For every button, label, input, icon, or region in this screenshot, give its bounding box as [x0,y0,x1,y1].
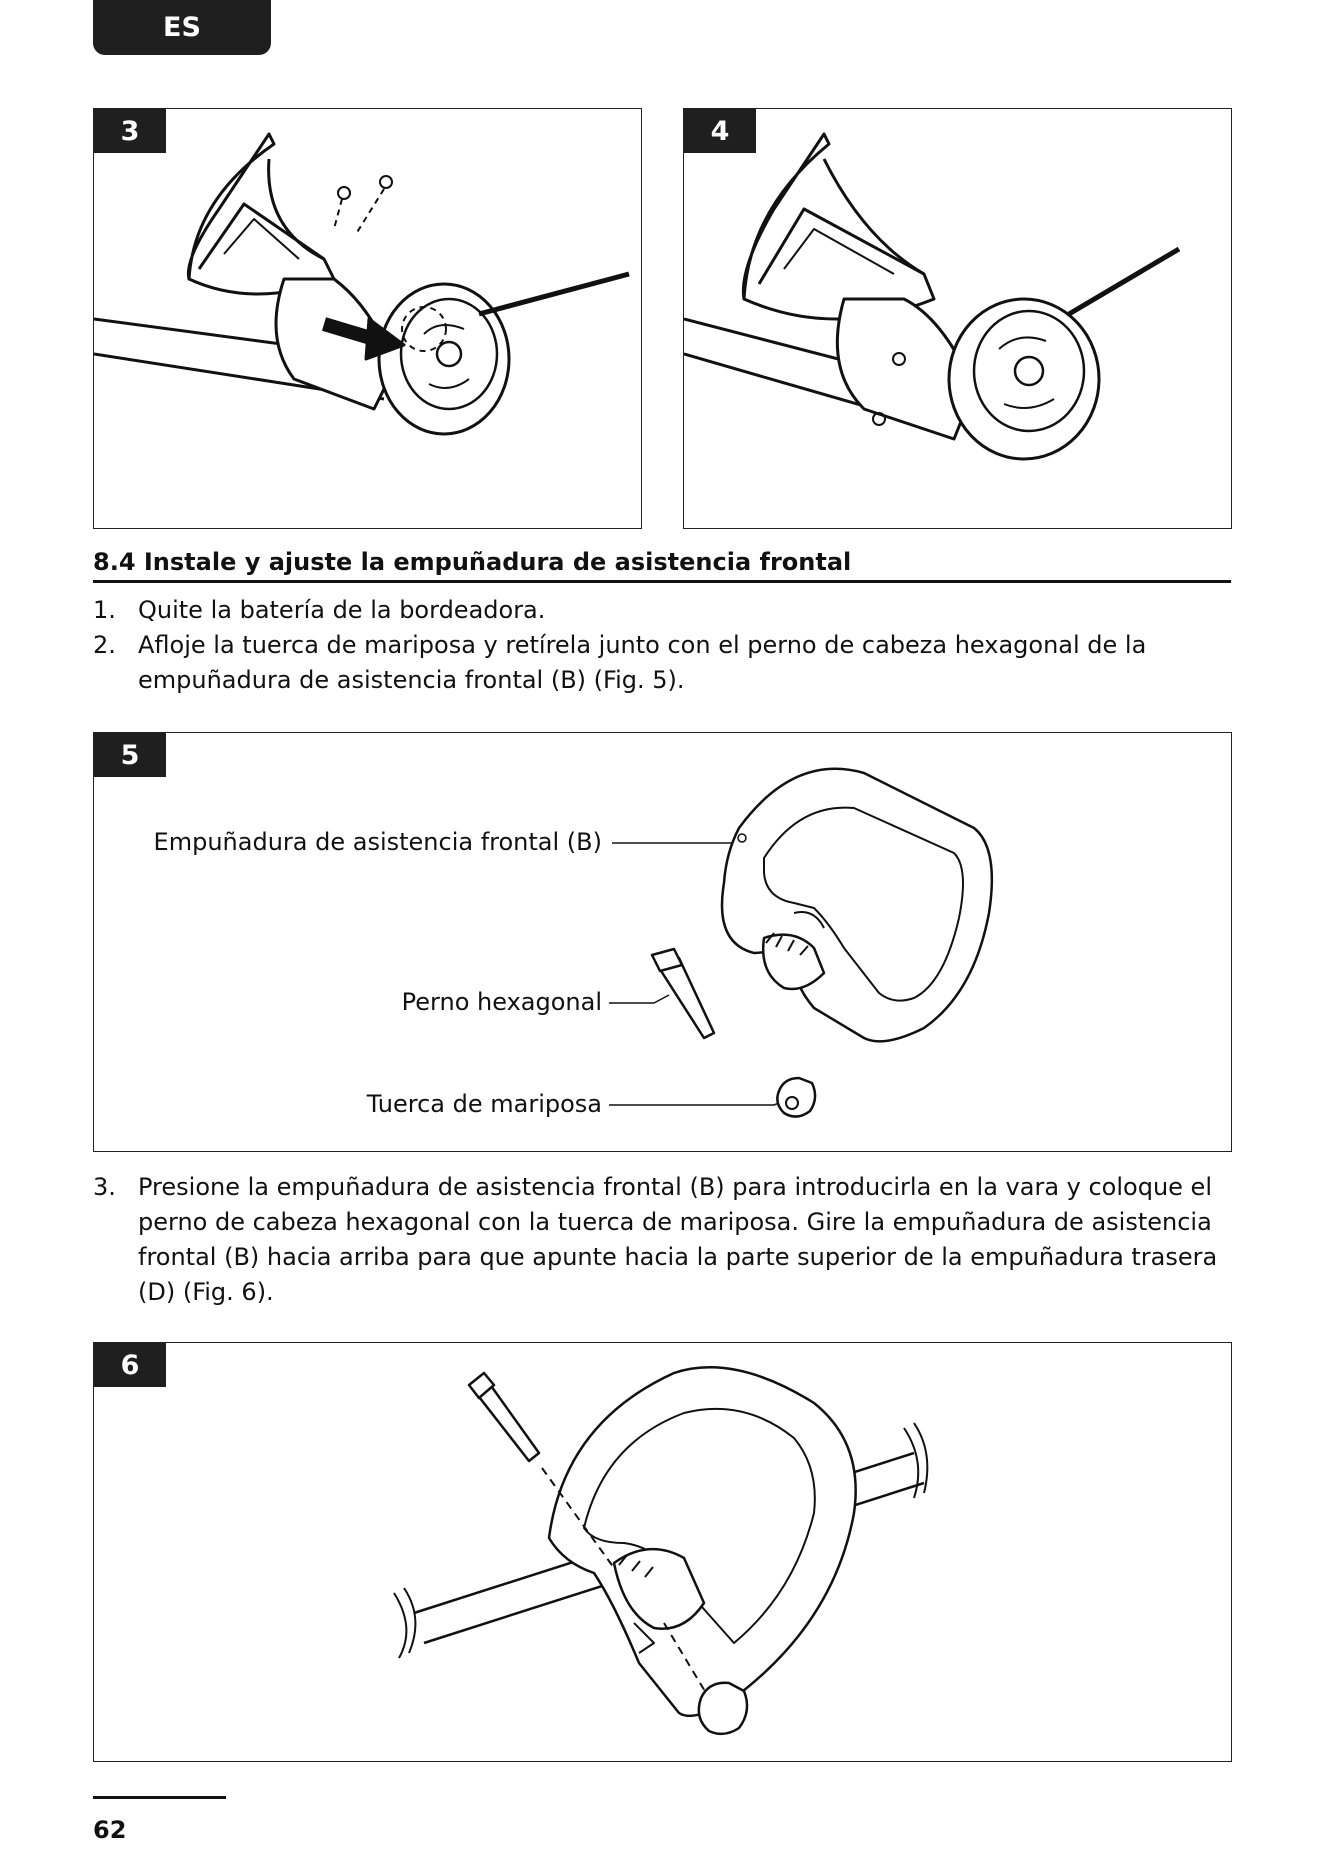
figure-4-number: 4 [684,109,756,153]
step-number: 1. [93,596,116,624]
footer-rule [93,1796,226,1799]
step-2: 2. Afloje la tuerca de mariposa y retíre… [93,628,1231,698]
callout-hex-bolt: Perno hexagonal [401,988,602,1016]
step-3: 3. Presione la empuñadura de asistencia … [93,1170,1231,1310]
figure-4: 4 [683,108,1232,529]
page-number: 62 [93,1816,127,1844]
figure-6-number: 6 [94,1343,166,1387]
step-text: Quite la batería de la bordeadora. [138,596,546,624]
step-text: Afloje la tuerca de mariposa y retírela … [138,631,1147,694]
front-handle-parts-illustration [609,767,994,1118]
trimmer-guard-illustration [94,132,630,436]
trimmer-assembled-illustration [684,132,1181,461]
section-title: 8.4 Instale y ajuste la empuñadura de as… [93,548,1231,583]
figure-3-number: 3 [94,109,166,153]
step-1: 1. Quite la batería de la bordeadora. [93,593,1231,628]
front-handle-mounted-illustration [393,1366,929,1736]
callout-front-handle: Empuñadura de asistencia frontal (B) [153,828,602,856]
figure-5-number: 5 [94,733,166,777]
step-number: 3. [93,1173,116,1201]
figure-5: 5 Empuñadura de asistencia frontal (B) P… [93,732,1232,1152]
step-number: 2. [93,631,116,659]
figure-6: 6 [93,1342,1232,1762]
language-tab: ES [93,0,271,55]
callout-wing-nut: Tuerca de mariposa [366,1090,602,1118]
figure-3: 3 [93,108,642,529]
step-text: Presione la empuñadura de asistencia fro… [138,1173,1218,1306]
